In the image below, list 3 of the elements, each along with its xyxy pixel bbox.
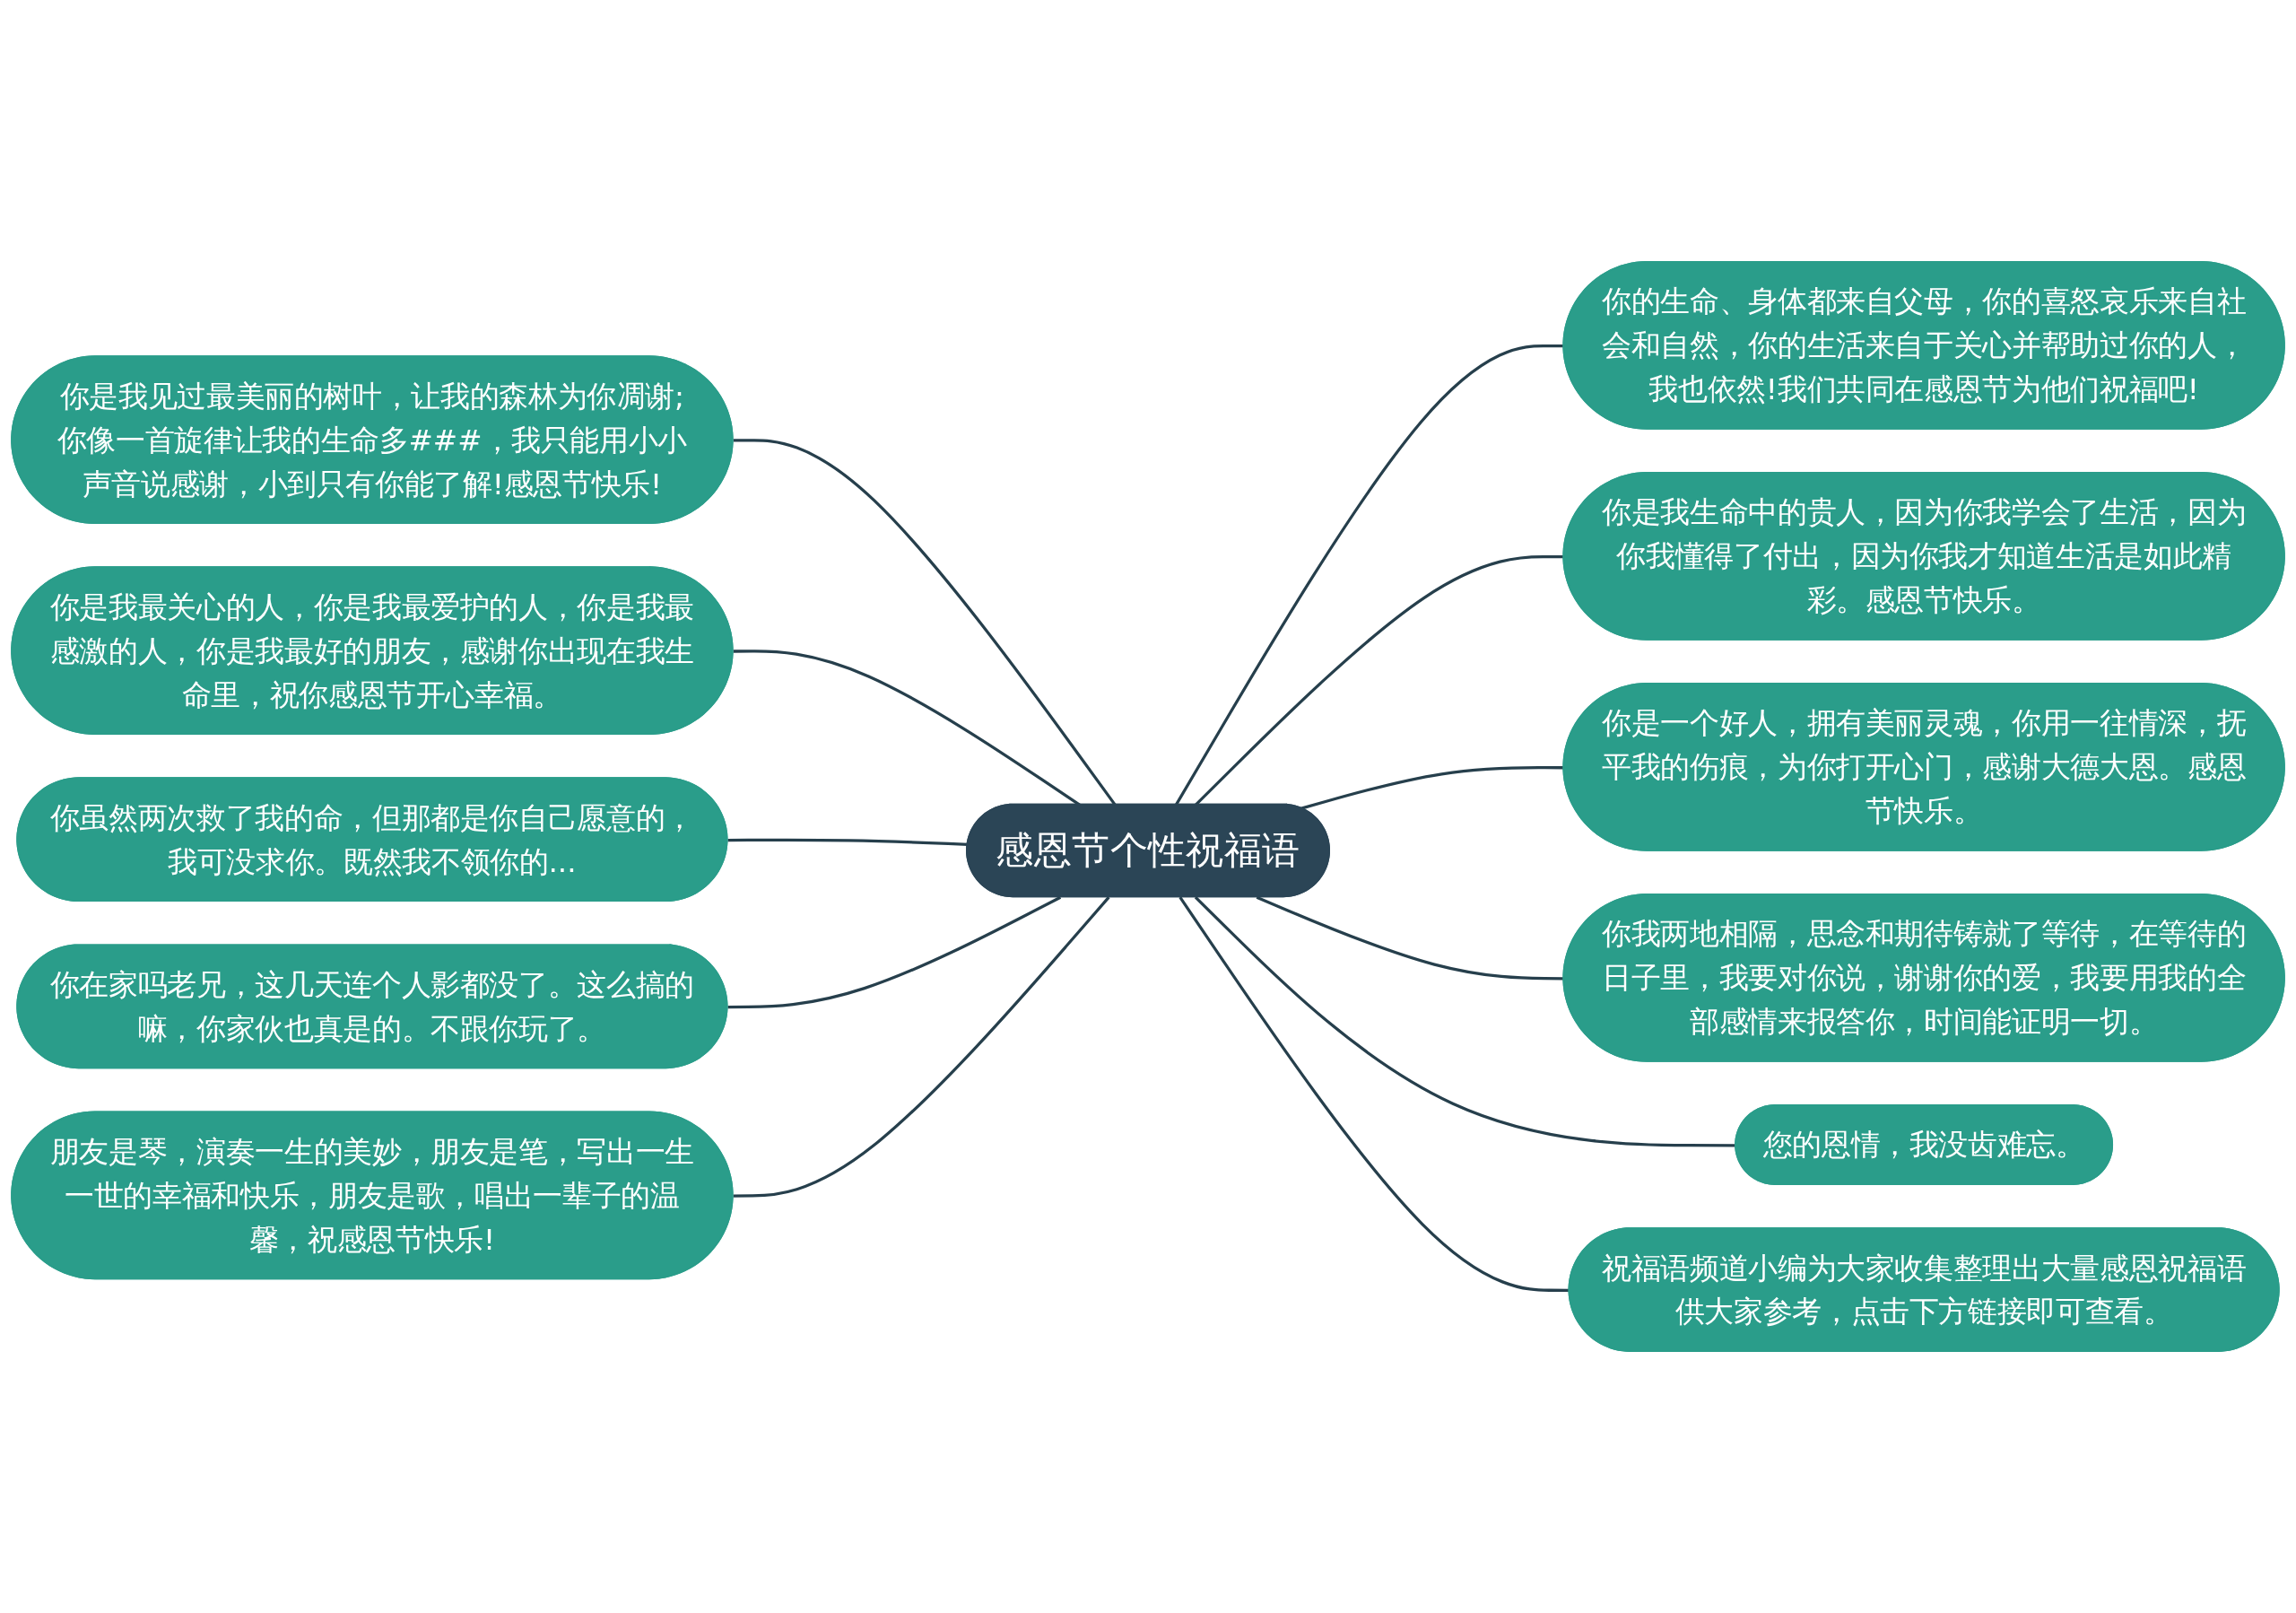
connector bbox=[727, 895, 1062, 1009]
connector bbox=[733, 896, 1110, 1198]
connector bbox=[1194, 896, 1736, 1147]
